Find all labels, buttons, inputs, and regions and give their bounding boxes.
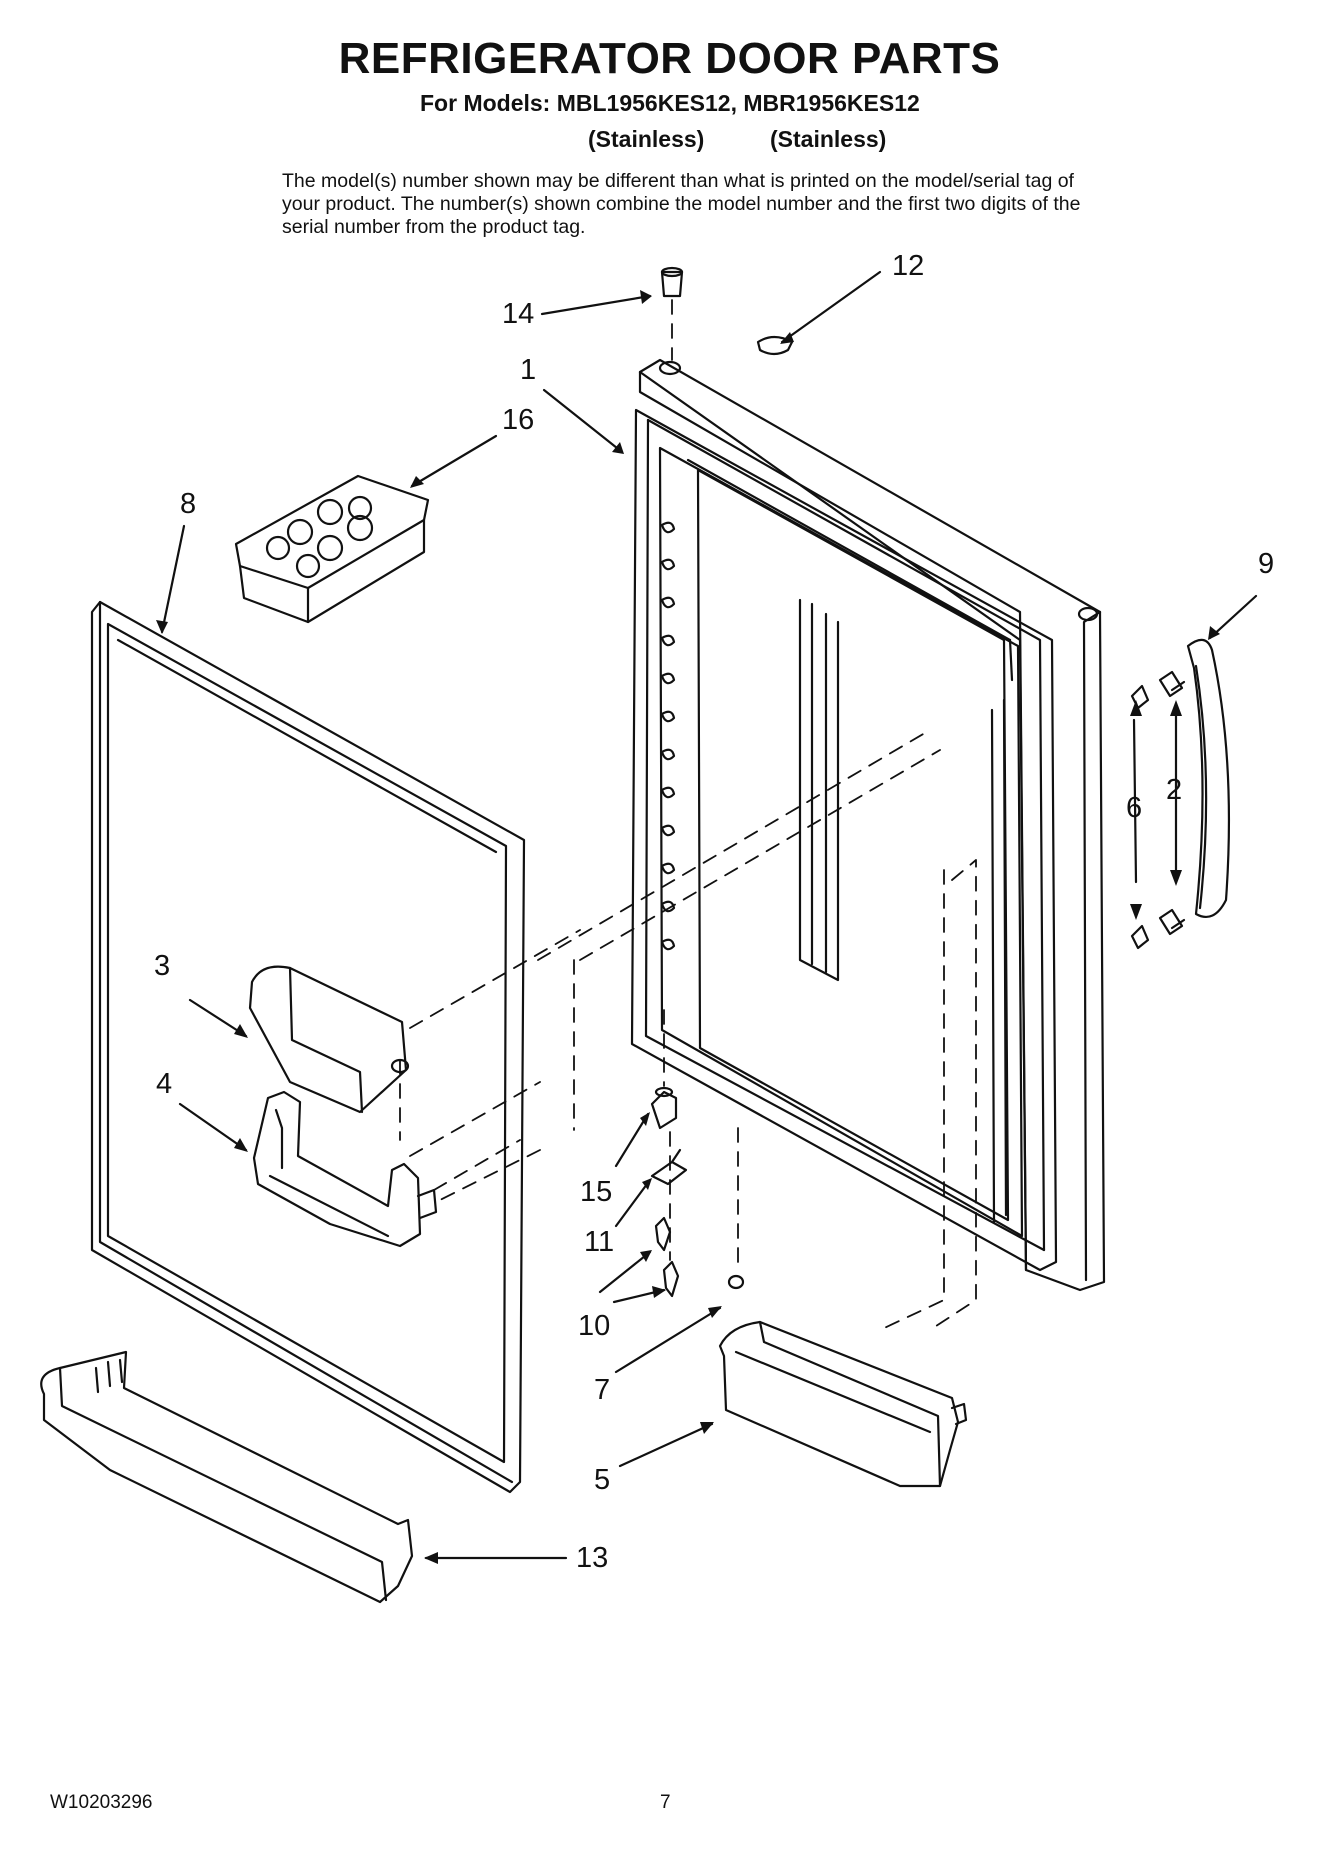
finish-label-left: (Stainless) (588, 126, 705, 152)
door-handle (1186, 638, 1231, 918)
door-bin-small (718, 1320, 968, 1488)
door-dimples (660, 521, 676, 951)
page-number: 7 (660, 1792, 671, 1813)
callout-5: 5 (594, 1464, 611, 1496)
callout-3: 3 (154, 950, 171, 982)
callout-4: 4 (156, 1068, 173, 1100)
callout-13: 13 (576, 1542, 609, 1574)
ice-bin (234, 474, 430, 624)
callout-14: 14 (502, 298, 535, 330)
callout-1: 1 (520, 354, 537, 386)
door-bin-large (40, 1350, 414, 1604)
callout-2: 2 (1166, 774, 1183, 806)
hinge-hardware (650, 266, 794, 1298)
callout-7: 7 (594, 1374, 611, 1406)
dispenser-tray (252, 1090, 438, 1248)
callout-8: 8 (180, 488, 197, 520)
document-number: W10203296 (50, 1792, 153, 1813)
callout-11: 11 (584, 1226, 615, 1258)
callout-10: 10 (578, 1310, 611, 1342)
model-note: The model(s) number shown may be differe… (282, 170, 1081, 238)
callout-9: 9 (1258, 548, 1275, 580)
door-panel (90, 600, 526, 1494)
dispenser-cover (248, 965, 410, 1114)
alignment-lines (399, 299, 977, 1331)
door-frame (630, 358, 1106, 1292)
finish-label-right: (Stainless) (770, 126, 887, 152)
callout-6: 6 (1126, 792, 1143, 824)
callout-12: 12 (892, 250, 925, 282)
callout-leaders (160, 270, 1258, 1560)
model-numbers: For Models: MBL1956KES12, MBR1956KES12 (420, 90, 920, 116)
arrowheads (156, 290, 1220, 1564)
page-title: REFRIGERATOR DOOR PARTS (338, 34, 1001, 83)
callout-16: 16 (502, 404, 535, 436)
callout-15: 15 (580, 1176, 613, 1208)
